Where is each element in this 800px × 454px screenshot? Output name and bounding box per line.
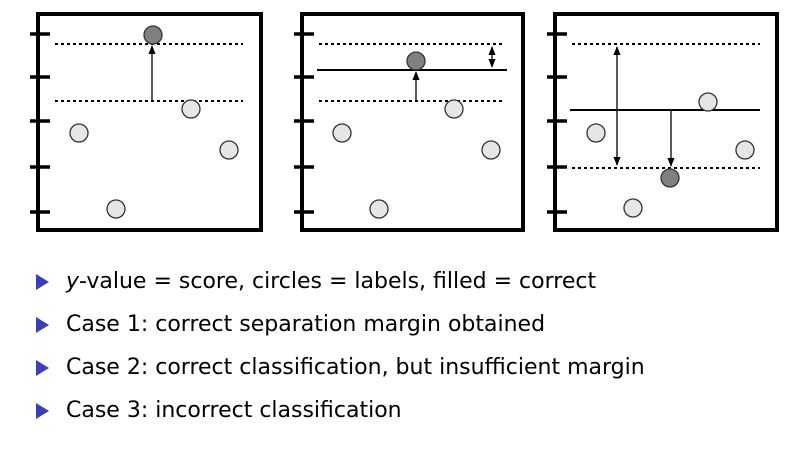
bullet-item-case-3: Case 3: incorrect classification <box>34 391 794 434</box>
circle <box>623 198 643 218</box>
bullet-text: Case 1: correct separation margin obtain… <box>66 312 546 337</box>
panel-case-3 <box>547 12 779 232</box>
circle <box>586 123 606 143</box>
panel-case-2 <box>294 12 525 232</box>
filled-circle <box>143 25 163 45</box>
filled-circle <box>660 168 680 188</box>
bullet-triangle-icon <box>36 274 49 290</box>
circle <box>106 199 126 219</box>
panel-3-ticks <box>547 32 567 214</box>
circle <box>735 140 755 160</box>
bullet-item-legend: y-value = score, circles = labels, fille… <box>34 262 794 305</box>
margin-cases-diagram <box>30 12 779 232</box>
bullet-item-case-2: Case 2: correct classification, but insu… <box>34 348 794 391</box>
panel-2-frame <box>300 12 525 232</box>
bullet-triangle-icon <box>36 317 49 333</box>
panel-3-frame <box>553 12 779 232</box>
circle <box>481 140 501 160</box>
panel-1-frame <box>36 12 263 232</box>
bullet-lead: y <box>66 269 80 294</box>
bullet-triangle-icon <box>36 360 49 376</box>
circle <box>332 123 352 143</box>
circle <box>181 99 201 119</box>
circle <box>698 92 718 112</box>
circle <box>444 99 464 119</box>
bullet-list: y-value = score, circles = labels, fille… <box>34 262 794 434</box>
bullet-item-case-1: Case 1: correct separation margin obtain… <box>34 305 794 348</box>
bullet-text: Case 2: correct classification, but insu… <box>66 355 645 380</box>
panel-case-1 <box>30 12 263 232</box>
bullet-text: -value = score, circles = labels, filled… <box>79 269 597 294</box>
bullet-text: Case 3: incorrect classification <box>66 398 402 423</box>
filled-circle <box>406 51 426 71</box>
panel-1-ticks <box>30 32 50 214</box>
bullet-triangle-icon <box>36 403 49 419</box>
panel-2-ticks <box>294 32 314 214</box>
circle <box>369 199 389 219</box>
circle <box>219 140 239 160</box>
circle <box>69 123 89 143</box>
